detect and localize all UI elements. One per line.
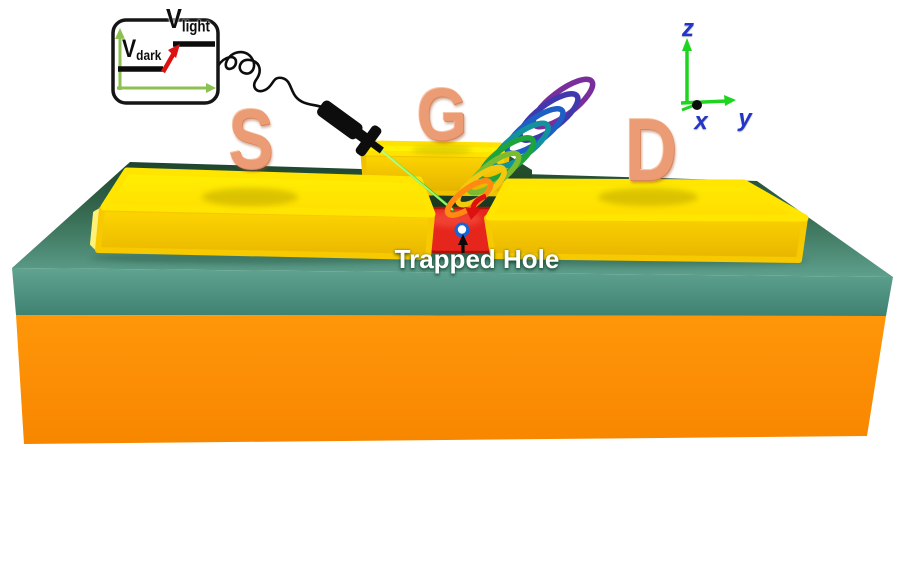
v-dark-label: Vdark: [122, 35, 162, 64]
source-letter-shadow: [202, 188, 298, 206]
laser-beam: [374, 143, 458, 216]
trapped-hole-marker: [454, 222, 470, 253]
y-axis-label: y: [738, 105, 752, 132]
v-dark-subscript: dark: [136, 47, 162, 64]
light-arrow: [465, 193, 487, 220]
z-axis-arrowhead: [682, 38, 692, 51]
dielectric-front-face: [12, 268, 893, 316]
source-electrode: [90, 167, 436, 260]
probe-crossbar: [355, 125, 382, 157]
jump-arrowhead: [168, 44, 180, 58]
light-arrowhead: [465, 207, 481, 220]
drain-electrode: [484, 178, 809, 263]
y-axis-line: [680, 99, 728, 105]
laser-probe: [317, 100, 384, 157]
substrate-layer: [16, 315, 886, 444]
probe-handle: [317, 100, 363, 140]
gate-label: G: [416, 73, 468, 156]
drain-letter-shadow: [598, 188, 698, 206]
v-dark-symbol: V: [122, 35, 137, 63]
probe-tip: [366, 138, 384, 154]
voltage-inset: [111, 18, 220, 105]
hole-core: [457, 225, 467, 234]
v-light-subscript: light: [181, 18, 211, 36]
z-axis-label: z: [682, 15, 694, 42]
substrate-front-face: [16, 315, 886, 444]
x-axis-label: x: [694, 108, 708, 135]
v-light-symbol: V: [166, 3, 182, 34]
inset-box: [111, 18, 220, 105]
probe-wire: [216, 50, 323, 109]
y-axis-arrowhead: [724, 95, 736, 106]
x-axis-dot: [692, 100, 702, 110]
trapped-hole-label: Trapped Hole: [394, 244, 560, 274]
channel-highlight: [422, 211, 482, 227]
inset-y-arrowhead: [115, 28, 125, 39]
coordinate-axes: [680, 38, 736, 112]
laser-beam-core: [377, 147, 454, 211]
hole-arrowhead: [458, 234, 468, 245]
source-label: S: [228, 92, 274, 186]
gate-letter-shadow: [412, 145, 472, 155]
drain-label: D: [624, 100, 678, 199]
jump-arrow-shaft: [161, 51, 176, 74]
v-light-label: Vlight: [166, 5, 210, 35]
inset-x-arrowhead: [206, 83, 216, 93]
